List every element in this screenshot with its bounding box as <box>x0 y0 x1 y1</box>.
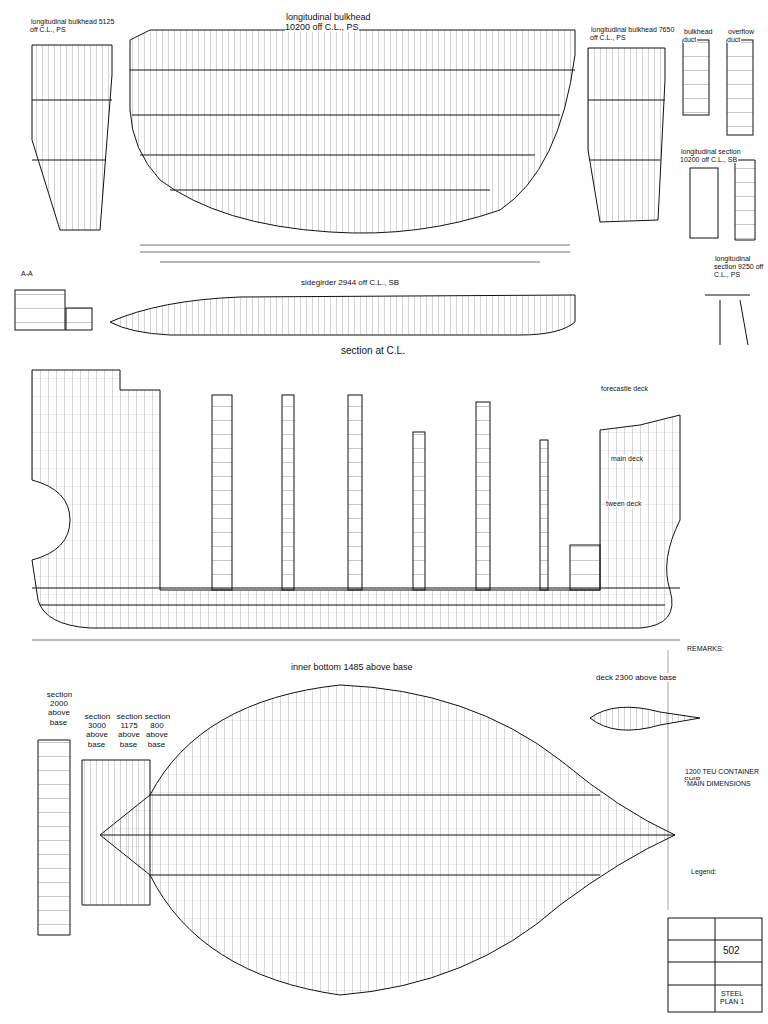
drawing-label: REMARKS: <box>686 645 746 653</box>
drawing-label: tween deck <box>605 500 655 508</box>
label-text: longitudinal section 10200 off C.L., SB <box>680 148 741 163</box>
label-text: main deck <box>610 455 644 462</box>
label-text: inner bottom 1485 above base <box>290 662 414 672</box>
drawing-label: longitudinal section 9250 off C.L., PS <box>714 255 764 279</box>
drawing-label: STEEL PLAN 1 <box>720 990 760 1006</box>
drawing-label: overflow duct <box>727 28 763 44</box>
label-text: section 800 above base <box>144 712 170 749</box>
label-text: A-A <box>20 270 34 277</box>
label-text: sidegirder 2944 off C.L., SB <box>300 278 400 287</box>
drawing-label: forecastle deck <box>600 385 660 393</box>
drawing-label: section 2000 above base <box>42 690 76 727</box>
label-text: section 2000 above base <box>46 690 72 727</box>
drawing-label: section at C.L. <box>340 345 430 357</box>
label-text: deck 2300 above base <box>595 673 678 682</box>
label-text: MAIN DIMENSIONS <box>686 780 752 787</box>
label-text: tween deck <box>605 500 642 507</box>
drawing-label: section 800 above base <box>142 712 172 749</box>
drawing-label: MAIN DIMENSIONS <box>686 780 756 788</box>
drawing-label: sidegirder 2944 off C.L., SB <box>300 278 440 287</box>
drawing-label: A-A <box>20 270 50 278</box>
label-text: Legend: <box>690 868 717 875</box>
label-text: 502 <box>722 945 741 956</box>
label-text: longitudinal bulkhead 10200 off C.L., PS <box>285 12 371 32</box>
label-text: longitudinal bulkhead 7650 off C.L., PS <box>590 26 674 41</box>
drawing-label: main deck <box>610 455 660 463</box>
label-text: section 1175 above base <box>116 712 142 749</box>
label-text: longitudinal bulkhead 5125 off C.L., PS <box>30 18 114 33</box>
drawing-label: longitudinal section 10200 off C.L., SB <box>680 148 750 164</box>
drawing-label: longitudinal bulkhead 7650 off C.L., PS <box>590 26 675 42</box>
label-text: STEEL PLAN 1 <box>720 990 745 1005</box>
drawing-label: section 1175 above base <box>114 712 144 749</box>
label-text: REMARKS: <box>686 645 725 652</box>
drawing-label: Legend: <box>690 868 730 876</box>
label-text: overflow duct <box>727 28 754 43</box>
label-text: longitudinal section 9250 off C.L., PS <box>714 255 763 278</box>
label-text: bulkhead duct <box>683 28 712 43</box>
label-text: forecastle deck <box>600 385 649 392</box>
drawing-label: longitudinal bulkhead 5125 off C.L., PS <box>30 18 120 34</box>
drawing-label: deck 2300 above base <box>595 673 695 682</box>
label-text: section 3000 above base <box>84 712 110 749</box>
drawing-label: longitudinal bulkhead 10200 off C.L., PS <box>285 12 395 33</box>
drawing-label: 502 <box>722 945 758 957</box>
drawing-label: section 3000 above base <box>82 712 112 749</box>
drawing-label: bulkhead duct <box>683 28 713 44</box>
label-text: section at C.L. <box>340 345 406 356</box>
drawing-label: inner bottom 1485 above base <box>290 662 440 672</box>
